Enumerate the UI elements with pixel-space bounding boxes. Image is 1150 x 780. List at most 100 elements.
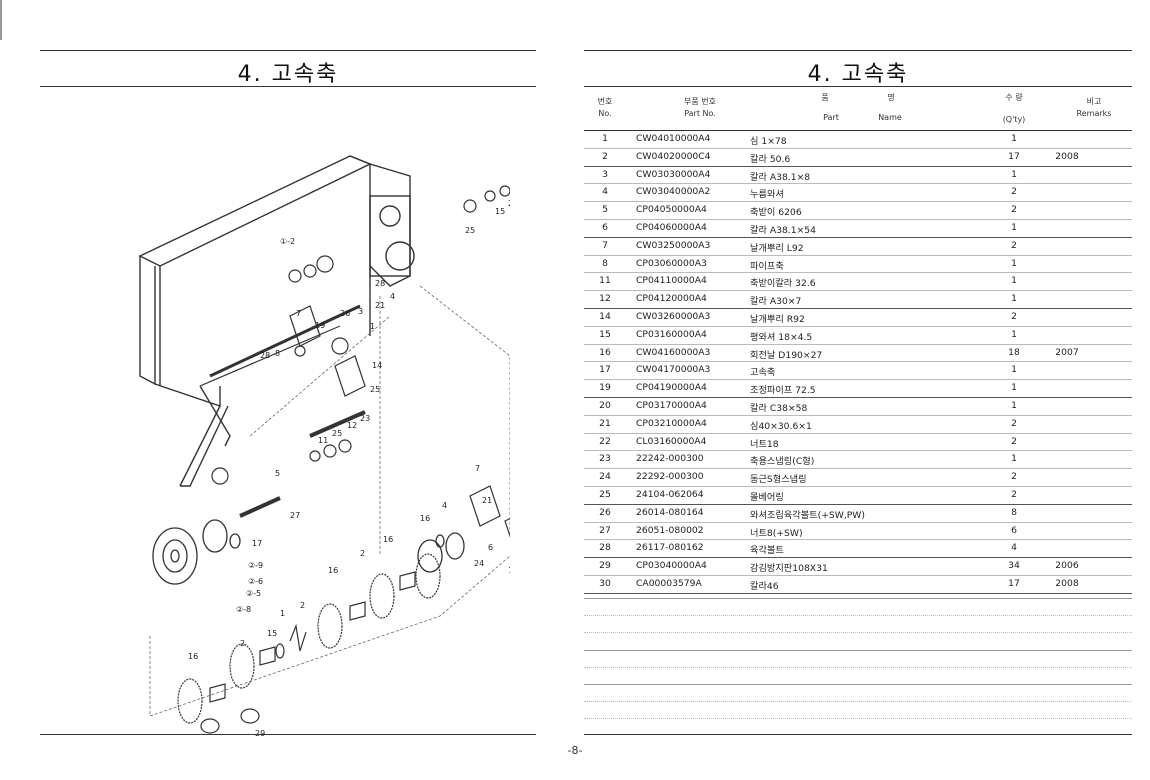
blank-row-line: [584, 650, 1132, 651]
header-qty-ko: 수 량: [1005, 93, 1023, 102]
cell-part-name: 감김방지판108X31: [750, 563, 828, 575]
cell-qty: 1: [1011, 399, 1017, 411]
header-part-no-en: Part No.: [684, 109, 716, 118]
cell-qty: 1: [1011, 133, 1017, 144]
cell-qty: 1: [1011, 453, 1017, 465]
cell-qty: 2: [1011, 186, 1017, 198]
part-callout: 8: [275, 349, 280, 358]
part-callout: 28: [260, 351, 270, 360]
title-underline: [584, 86, 1132, 87]
cell-part-no: CP04190000A4: [636, 382, 707, 394]
cell-no: 11: [599, 275, 611, 287]
cell-part-name: 날개뿌리 L92: [750, 242, 804, 254]
part-callout: 14: [372, 361, 382, 370]
cell-no: 15: [599, 328, 611, 340]
cell-part-no: CP03040000A4: [636, 560, 707, 572]
cell-part-no: CP04060000A4: [636, 221, 707, 233]
cell-part-no: CW03260000A3: [636, 310, 711, 322]
part-callout: 25: [370, 385, 380, 394]
cell-no: 21: [599, 417, 611, 429]
cell-qty: 1: [1011, 221, 1017, 233]
part-callout: 7: [296, 309, 301, 318]
cell-qty: 17: [1008, 577, 1020, 589]
cell-no: 20: [599, 399, 611, 411]
part-callout: 15: [267, 629, 277, 638]
cell-no: 5: [602, 204, 608, 216]
cell-remarks: 2006: [1055, 560, 1079, 572]
cell-part-no: CP03210000A4: [636, 417, 707, 429]
part-callout: 2: [360, 549, 365, 558]
diagram-svg: ①-21522252752842132671918281425112512235…: [138, 155, 540, 738]
cell-part-no: CP04120000A4: [636, 293, 707, 305]
cell-qty: 1: [1011, 328, 1017, 340]
part-callout: 16: [328, 566, 338, 575]
cell-part-no: CW03040000A2: [636, 186, 711, 198]
cell-part-no: CP04050000A4: [636, 204, 707, 216]
cell-part-no: 26051-080002: [636, 524, 704, 536]
header-part-no-ko: 부품 번호: [684, 97, 716, 106]
cell-part-name: 너트8(+SW): [750, 527, 803, 539]
part-callout: 21: [375, 301, 385, 310]
part-callout: 14: [508, 566, 510, 575]
cell-qty: 34: [1008, 560, 1020, 572]
cell-qty: 8: [1011, 506, 1017, 518]
cell-part-name: 축받이 6206: [750, 207, 802, 219]
part-callout: 25: [465, 226, 475, 235]
cell-part-name: 축받이칼라 32.6: [750, 278, 816, 290]
part-callout: 1: [280, 609, 285, 618]
cell-part-no: CP03170000A4: [636, 399, 707, 411]
cell-part-name: 파이프축: [750, 260, 784, 272]
cell-part-name: 날개뿌리 R92: [750, 313, 805, 325]
part-callout: 4: [442, 501, 447, 510]
cell-part-name: 와셔조립육각볼트(+SW,PW): [750, 509, 865, 521]
page-title: 4. 고속축: [807, 62, 909, 87]
cell-no: 6: [602, 221, 608, 233]
part-callout: 4: [390, 292, 395, 301]
title-underline: [40, 86, 536, 87]
cell-part-name: 심 1×78: [750, 136, 787, 147]
part-callout: 1: [370, 322, 375, 331]
part-callout: 3: [358, 307, 363, 316]
part-callout: 16: [383, 535, 393, 544]
part-callout: ②-9: [248, 561, 263, 570]
top-rule: [584, 50, 1132, 51]
cell-no: 27: [599, 524, 611, 536]
cell-part-name: 심40×30.6×1: [750, 420, 812, 432]
cell-remarks: 2008: [1055, 150, 1079, 162]
cell-part-name: 조정파이프 72.5: [750, 385, 816, 397]
header-name-ko-2: 명: [887, 93, 895, 102]
cell-no: 4: [602, 186, 608, 198]
cell-part-no: 26014-080164: [636, 506, 704, 518]
cell-qty: 18: [1008, 346, 1020, 358]
cell-qty: 1: [1011, 168, 1017, 180]
cell-part-name: 고속축: [750, 367, 776, 379]
cell-part-no: 26117-080162: [636, 542, 704, 554]
blank-row-line: [584, 684, 1132, 685]
cell-part-name: 칼라 A30×7: [750, 296, 802, 308]
cell-no: 26: [599, 506, 611, 518]
header-remarks: 비고 Remarks: [1066, 96, 1122, 120]
cell-no: 30: [599, 577, 611, 589]
header-remarks-ko: 비고: [1086, 97, 1102, 106]
cell-part-no: 24104-062064: [636, 488, 704, 500]
cell-part-name: 회전날 D190×27: [750, 349, 823, 361]
part-callout: 12: [347, 421, 357, 430]
cell-qty: 1: [1011, 293, 1017, 305]
cell-qty: 1: [1011, 275, 1017, 287]
cell-no: 29: [599, 560, 611, 572]
part-callout: 27: [290, 511, 300, 520]
part-callout: 21: [482, 496, 492, 505]
cell-qty: 2: [1011, 310, 1017, 322]
part-callout: 16: [420, 514, 430, 523]
cell-no: 2: [602, 150, 608, 162]
part-callout: 2: [240, 639, 245, 648]
cell-qty: 2: [1011, 204, 1017, 216]
bottom-rule: [40, 734, 536, 735]
cell-part-no: 22242-000300: [636, 453, 704, 465]
